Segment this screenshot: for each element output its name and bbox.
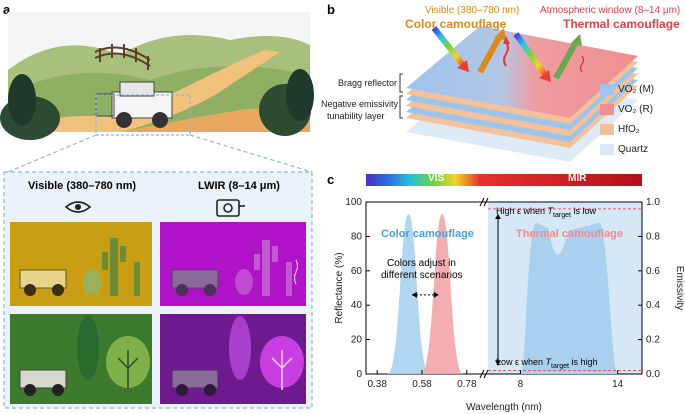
thermal-camera-icon	[216, 199, 245, 217]
visible-header: Visible (380–780 nm)	[425, 5, 520, 16]
axis-break-bottom	[479, 369, 489, 379]
legend-quartz: Quartz	[618, 144, 649, 155]
y2-tick-label: 0.0	[646, 369, 660, 380]
y2-axis-title: Emissivity	[674, 266, 685, 310]
legend-vo2-m: VO₂ (M)	[618, 84, 655, 95]
y-axis-title: Reflectance (%)	[334, 252, 345, 323]
y-tick-label: 80	[351, 231, 363, 242]
spectrum-peak-pink	[421, 214, 464, 374]
arrow-head-left	[411, 291, 417, 298]
x-axis-title: Wavelength (nm)	[466, 402, 542, 413]
thermal-camo-label: Thermal camouflage	[563, 17, 680, 31]
y-tick-label: 0	[356, 369, 362, 380]
mir-band-label: MIR	[568, 173, 587, 184]
panel-a-illustration	[0, 12, 314, 409]
axis-break-top	[479, 197, 489, 207]
y2-tick-label: 0.2	[646, 335, 660, 346]
y2-tick-label: 0.6	[646, 266, 660, 277]
neg-emissivity-label-1: Negative emissivity	[321, 99, 399, 109]
y-tick-label: 20	[351, 335, 363, 346]
spectrum-peak-blue	[387, 214, 430, 374]
panel-c-label: c	[327, 172, 335, 187]
x-tick-label: 0.38	[367, 379, 387, 390]
y2-tick-label: 1.0	[646, 197, 660, 208]
y2-tick-label: 0.8	[646, 231, 660, 242]
y-tick-label: 100	[345, 197, 362, 208]
panel-b-device-illustration	[399, 26, 638, 162]
x-tick-label: 8	[518, 379, 524, 390]
lwir-title: LWIR (8–14 μm)	[198, 180, 280, 192]
panel-c-chart: 0 20 40 60 80 100 0.0 0.2 0.4 0.6 0.8 1.0 0.38 0.58 0.…	[334, 174, 685, 413]
neg-emissivity-label-2: tunability layer	[327, 111, 385, 121]
adjust-label-1: Colors adjust in	[387, 258, 456, 269]
arrow-head-down	[495, 360, 501, 366]
color-camo-label: Color camouflage	[405, 17, 507, 31]
thermal-emission-band	[520, 222, 618, 374]
legend-vo2-r: VO₂ (R)	[618, 104, 653, 115]
adjust-label-2: different scenarios	[381, 270, 463, 281]
vis-band-label: VIS	[428, 173, 445, 184]
y-tick-label: 60	[351, 266, 363, 277]
y2-tick-label: 0.4	[646, 300, 660, 311]
panel-b-label: b	[327, 2, 335, 17]
visible-title: Visible (380–780 nm)	[28, 180, 137, 192]
x-tick-label: 0.58	[412, 379, 432, 390]
thermal-camo-chart-label: Thermal camouflage	[516, 228, 623, 240]
panel-a-label: a	[3, 2, 11, 17]
arrow-head-up	[495, 214, 501, 220]
x-tick-label: 14	[612, 379, 624, 390]
atm-window-header: Atmospheric window (8–14 μm)	[540, 5, 681, 16]
low-eps-label: Low ε when Ttarget is high	[496, 357, 598, 370]
arrow-head-right	[433, 291, 439, 298]
bragg-label: Bragg reflector	[338, 78, 398, 88]
y-tick-label: 40	[351, 300, 363, 311]
eye-icon	[64, 201, 92, 213]
color-camo-chart-label: Color camouflage	[381, 228, 474, 240]
x-tick-label: 0.78	[457, 379, 477, 390]
high-eps-label: High ε when Ttarget is low	[496, 206, 596, 219]
legend-hfo2: HfO₂	[618, 124, 640, 135]
